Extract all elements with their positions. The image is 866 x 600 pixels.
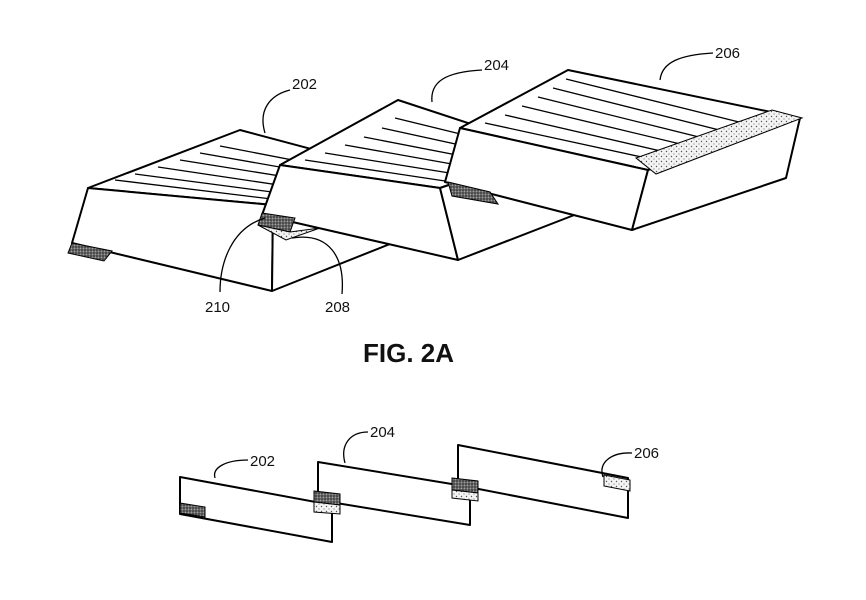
module-204-dotted-pad — [257, 224, 321, 241]
module-206-dark-pad — [447, 181, 500, 205]
module-206-side-top-dotted-pad — [603, 474, 631, 492]
module-204-side-dotted-pad — [313, 501, 341, 515]
label-202-bottom: 202 — [250, 453, 275, 470]
module-206-side — [451, 444, 631, 519]
module-202-side — [179, 476, 333, 543]
module-206-cell-lines — [484, 78, 756, 162]
module-206-3d — [444, 69, 804, 231]
label-206-top: 206 — [715, 45, 740, 62]
leader-202-top — [262, 89, 291, 134]
module-206-side-dotted-pad — [451, 489, 479, 502]
leader-206-top — [659, 52, 714, 81]
module-206-dotted-pad — [634, 109, 804, 175]
leader-204-top — [431, 69, 483, 103]
module-204-side — [313, 461, 471, 526]
module-204-side-body — [317, 461, 471, 526]
label-206-bottom: 206 — [634, 445, 659, 462]
module-202-front-face — [71, 187, 274, 292]
module-202-side-dark-pad — [179, 502, 206, 518]
module-206-side-body — [457, 444, 629, 519]
label-210: 210 — [205, 299, 230, 316]
leader-206-bottom — [601, 452, 633, 478]
figure-caption: FIG. 2A — [363, 338, 454, 368]
label-202-top: 202 — [292, 76, 317, 93]
leader-204-bottom — [343, 431, 369, 464]
label-208: 208 — [325, 299, 350, 316]
leader-202-bottom — [213, 459, 249, 479]
module-202-side-body — [179, 476, 333, 543]
leader-208 — [291, 236, 344, 295]
leader-210 — [219, 217, 266, 293]
label-204-top: 204 — [484, 57, 509, 74]
label-204-bottom: 204 — [370, 424, 395, 441]
module-202-dark-pad — [67, 242, 113, 262]
